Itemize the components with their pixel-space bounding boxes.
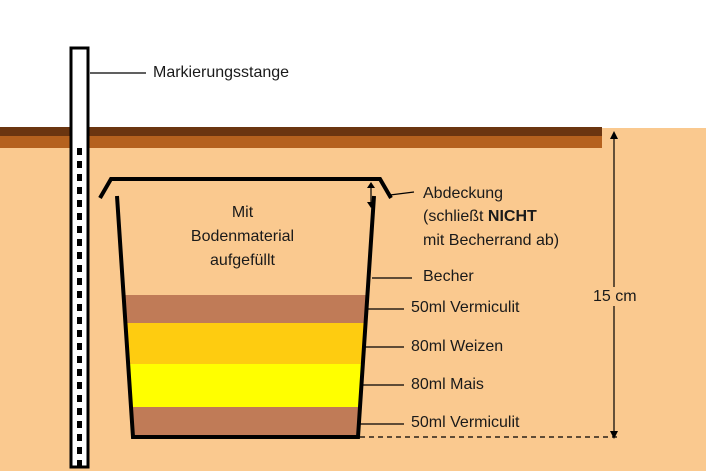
topsoil-light-stripe	[0, 136, 602, 148]
topsoil-dark-stripe	[0, 127, 602, 136]
layer-maize	[127, 364, 363, 407]
cover-lid	[98, 177, 393, 200]
layer-wheat-label: 80ml Weizen	[411, 338, 504, 355]
fill-label-line1: Mit	[231, 204, 254, 221]
depth-label: 15 cm	[591, 287, 639, 306]
fill-label-line2: Bodenmaterial	[190, 228, 295, 245]
layer-wheat	[124, 323, 366, 364]
layer-vermiculite-bottom	[130, 407, 360, 437]
gap-arrow-icon	[367, 182, 375, 208]
cover-leader	[389, 191, 415, 196]
sky-area	[0, 0, 706, 128]
cup-outline	[115, 195, 376, 439]
cover-label-line2: (schließt NICHT	[423, 207, 537, 226]
cover-label-prefix: (schließt	[423, 208, 488, 225]
cover-label-line1: Abdeckung	[423, 185, 504, 202]
layer-vermiculite-top	[122, 295, 368, 323]
layer-bottom-label: 50ml Vermiculit	[411, 414, 520, 431]
fill-label-line3: aufgefüllt	[210, 252, 275, 269]
depth-arrow	[610, 131, 618, 439]
cup-label: Becher	[423, 268, 474, 285]
cover-label-line3: mit Becherrand ab)	[423, 232, 560, 249]
layer-maize-label: 80ml Mais	[411, 376, 484, 393]
layer-top-label: 50ml Vermiculit	[411, 299, 520, 316]
marker-pole	[69, 46, 90, 469]
cover-label-emphasis: NICHT	[487, 208, 537, 225]
marker-pole-label: Markierungsstange	[153, 64, 290, 81]
